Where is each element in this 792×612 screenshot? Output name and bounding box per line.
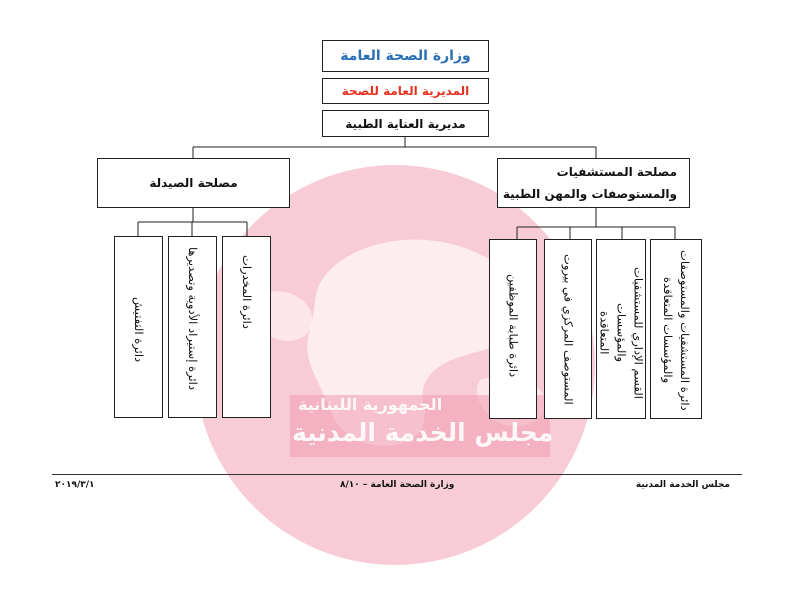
footer-page-reference: وزارة الصحة العامة – ٨/١٠ xyxy=(340,480,455,490)
watermark-council-text: مجلس الخدمة المدنية xyxy=(292,418,554,447)
central-dispensary-box: المستوصف المركزي في بيروت xyxy=(544,239,592,419)
employee-medicine-unit-box: دائرة طبابة الموظفين xyxy=(489,239,537,419)
directorate-general-label: المديرية العامة للصحة xyxy=(341,84,470,98)
narcotics-unit-label: دائرة المخدرات xyxy=(240,255,254,329)
hospitals-department-label-line1: مصلحة المستشفيات xyxy=(556,165,677,179)
import-export-unit-box: دائرة إستيراد الأدوية وتصديرها xyxy=(168,236,217,418)
hospitals-contracted-unit-label: دائرة المستشفيات والمستوصفات والمؤسسات ا… xyxy=(661,250,692,411)
ministry-box: وزارة الصحة العامة xyxy=(322,40,489,72)
narcotics-unit-box: دائرة المخدرات xyxy=(222,236,271,418)
footer-council-name: مجلس الخدمة المدنية xyxy=(635,480,730,490)
administrative-section-label: القسم الإداري للمستشفيات والمؤسسات المتع… xyxy=(597,267,646,399)
import-export-unit-label: دائرة إستيراد الأدوية وتصديرها xyxy=(186,247,200,390)
hospitals-department-box: مصلحة المستشفيات والمستوصفات والمهن الطب… xyxy=(497,158,690,208)
footer-divider xyxy=(52,474,742,475)
hospitals-contracted-unit-box: دائرة المستشفيات والمستوصفات والمؤسسات ا… xyxy=(650,239,702,419)
medical-care-directorate-label: مديرية العناية الطبية xyxy=(345,116,466,131)
footer-date: ٢٠١٩/٣/١ xyxy=(55,480,95,490)
ministry-label: وزارة الصحة العامة xyxy=(340,48,471,64)
watermark-republic-text: الجمهورية اللبنانية xyxy=(298,395,443,414)
hospitals-department-label-line2: والمستوصفات والمهن الطبية xyxy=(502,187,677,201)
employee-medicine-unit-label: دائرة طبابة الموظفين xyxy=(506,274,521,378)
medical-care-directorate-box: مديرية العناية الطبية xyxy=(322,110,489,137)
pharmacy-department-label: مصلحة الصيدلة xyxy=(149,176,238,190)
inspection-unit-label: دائرة التفتيش xyxy=(132,297,146,363)
central-dispensary-label: المستوصف المركزي في بيروت xyxy=(561,254,576,405)
inspection-unit-box: دائرة التفتيش xyxy=(114,236,163,418)
pharmacy-department-box: مصلحة الصيدلة xyxy=(97,158,290,208)
administrative-section-box: القسم الإداري للمستشفيات والمؤسسات المتع… xyxy=(596,239,646,419)
directorate-general-box: المديرية العامة للصحة xyxy=(322,78,489,104)
